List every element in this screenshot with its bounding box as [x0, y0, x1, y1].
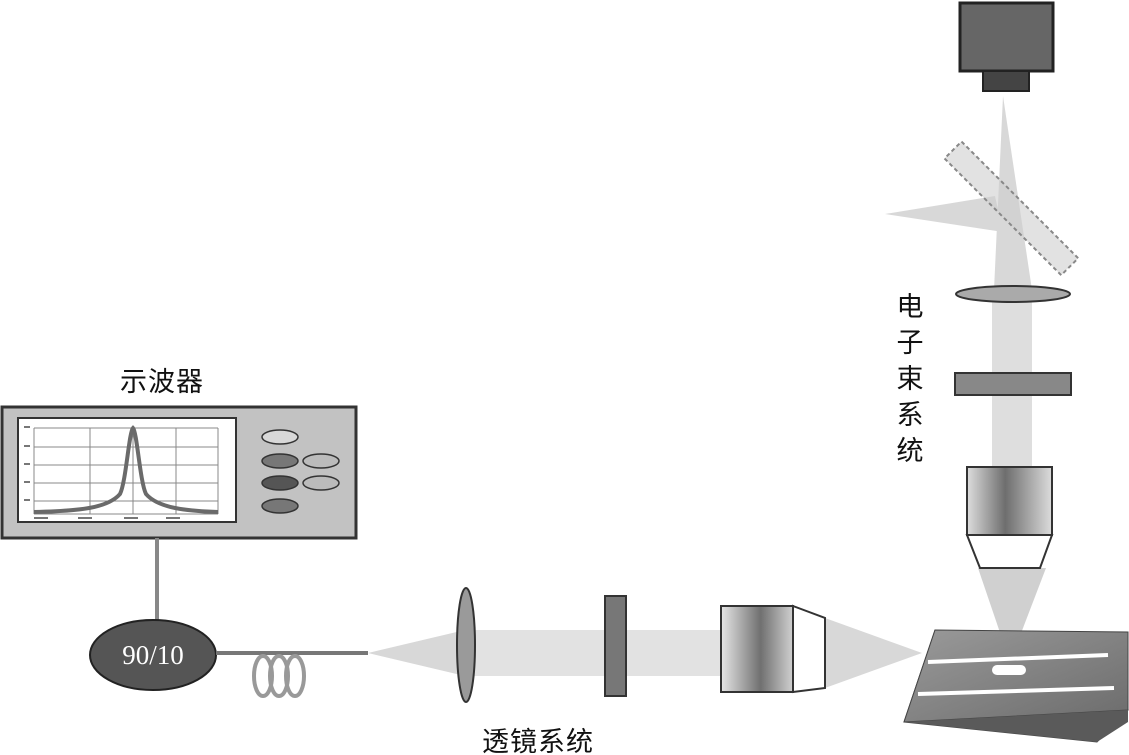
- beam-expansion-cone: [368, 630, 465, 676]
- knob-icon: [261, 475, 299, 491]
- column-plate-icon: [954, 372, 1072, 396]
- lens-system-objective-icon: [720, 604, 826, 694]
- column-objective-icon: [965, 466, 1054, 569]
- oscilloscope-icon: [0, 405, 358, 540]
- knob-icon: [302, 475, 340, 491]
- resonance-trace: [33, 425, 219, 514]
- knob-icon: [261, 498, 299, 514]
- column-lens-icon: [955, 285, 1071, 303]
- beam-to-sample: [978, 568, 1046, 662]
- oscilloscope-knobs: [261, 429, 340, 514]
- side-reflection-cone: [885, 196, 1003, 232]
- knob-icon: [302, 453, 340, 469]
- electron-beam-system-label: 电子束系统: [896, 292, 924, 467]
- camera-icon: [958, 1, 1055, 92]
- beam-splitter-icon: [943, 140, 1080, 277]
- screen-grid: [33, 427, 219, 515]
- collimated-beam: [465, 630, 723, 676]
- screen-tick-marks: [24, 426, 180, 519]
- lens-system-label: 透镜系统: [482, 727, 594, 755]
- sample-chip-icon: [903, 629, 1129, 743]
- focused-beam-cone: [825, 618, 922, 688]
- fiber-coil-icon: [216, 651, 368, 698]
- horizontal-beam: [368, 618, 922, 688]
- knob-icon: [261, 453, 299, 469]
- knob-icon: [261, 429, 299, 445]
- lens-system-plate-icon: [604, 595, 627, 697]
- coupler-ratio-label: 90/10: [122, 639, 184, 670]
- lens-system-lens-icon: [456, 587, 476, 703]
- oscilloscope-label: 示波器: [120, 367, 204, 398]
